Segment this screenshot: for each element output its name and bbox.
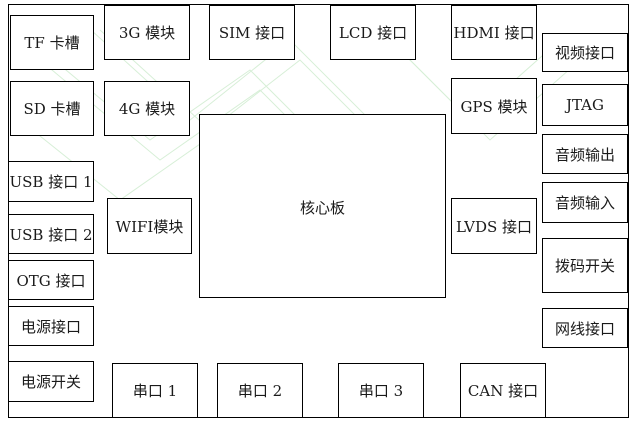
- uart-port-3: 串口 3: [338, 363, 424, 418]
- lvds-port: LVDS 接口: [451, 198, 537, 254]
- audio-output: 音频输出: [542, 134, 628, 174]
- otg-port: OTG 接口: [8, 260, 94, 300]
- ethernet-port: 网线接口: [542, 308, 628, 348]
- tf-card-slot: TF 卡槽: [10, 15, 94, 70]
- dip-switch: 拨码开关: [542, 238, 628, 293]
- uart-port-1: 串口 1: [112, 363, 198, 418]
- power-switch: 电源开关: [8, 361, 94, 402]
- 4g-module: 4G 模块: [104, 81, 190, 136]
- uart-port-2: 串口 2: [217, 363, 303, 418]
- lcd-port: LCD 接口: [330, 5, 416, 60]
- can-port: CAN 接口: [460, 363, 546, 418]
- wifi-module: WIFI模块: [107, 198, 192, 254]
- audio-input: 音频输入: [542, 182, 628, 223]
- board-outline: [8, 4, 629, 418]
- video-port: 视频接口: [542, 33, 628, 72]
- power-port: 电源接口: [8, 306, 94, 346]
- sim-port: SIM 接口: [209, 5, 295, 60]
- usb-port-2: USB 接口 2: [8, 214, 94, 254]
- jtag-port: JTAG: [542, 84, 628, 126]
- sd-card-slot: SD 卡槽: [10, 81, 94, 136]
- 3g-module: 3G 模块: [104, 5, 190, 60]
- hdmi-port: HDMI 接口: [451, 5, 537, 60]
- usb-port-1: USB 接口 1: [8, 161, 94, 202]
- core-board: 核心板: [199, 114, 446, 298]
- gps-module: GPS 模块: [451, 78, 537, 134]
